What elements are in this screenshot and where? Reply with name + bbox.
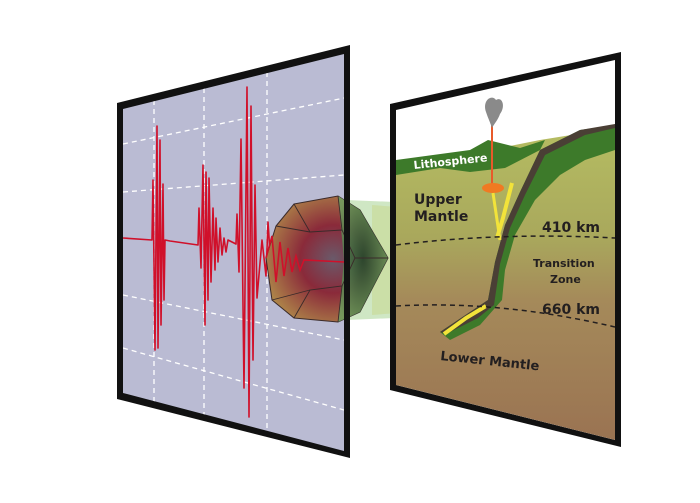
mineral-crystal	[265, 195, 389, 323]
label-transition-2: Zone	[550, 273, 581, 286]
label-transition-1: Transition	[533, 257, 595, 270]
seismic-waveform	[123, 86, 344, 418]
subducting-slab	[440, 125, 615, 340]
melt-streak-lower	[442, 304, 488, 336]
label-410-km: 410 km	[542, 220, 600, 236]
label-upper-mantle-1: Upper	[414, 192, 462, 208]
seismogram-panel	[117, 45, 350, 458]
lithosphere-layer	[396, 140, 545, 175]
label-660-km: 660 km	[542, 302, 600, 318]
ash-plume	[485, 97, 503, 128]
depth-line-660	[396, 304, 615, 328]
depth-line-410	[396, 235, 615, 246]
magma-chamber	[482, 183, 504, 193]
label-upper-mantle-2: Mantle	[414, 209, 468, 225]
mantle-layer	[396, 128, 615, 440]
earth-section-panel: Lithosphere Upper Mantle 410 km Transiti…	[390, 52, 621, 447]
